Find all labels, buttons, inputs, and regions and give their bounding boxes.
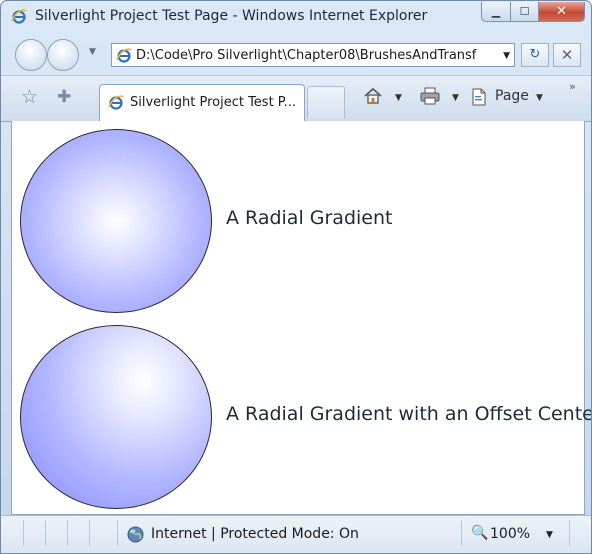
minimize-button[interactable]: ▁ bbox=[481, 2, 511, 22]
window-title: Silverlight Project Test Page - Windows … bbox=[35, 8, 428, 24]
status-bar: Internet | Protected Mode: On 🔍 100% ▼ bbox=[1, 515, 591, 553]
page-ie-icon bbox=[116, 48, 132, 63]
status-divider bbox=[23, 520, 24, 546]
tab-label: Silverlight Project Test P... bbox=[130, 95, 297, 110]
recent-pages-dropdown-icon[interactable]: ▼ bbox=[89, 47, 96, 57]
address-bar[interactable]: D:\Code\Pro Silverlight\Chapter08\Brushe… bbox=[111, 43, 515, 67]
minimize-icon: ▁ bbox=[491, 5, 501, 18]
zoom-level[interactable]: 100% bbox=[490, 526, 531, 542]
tab-silverlight-test-page[interactable]: Silverlight Project Test P... bbox=[99, 84, 305, 121]
caption-buttons: ▁ ☐ ✕ bbox=[481, 2, 585, 22]
maximize-icon: ☐ bbox=[519, 5, 530, 18]
home-dropdown-icon[interactable]: ▼ bbox=[395, 93, 402, 103]
close-icon: ✕ bbox=[556, 4, 567, 19]
offset-radial-gradient-circle bbox=[20, 325, 212, 509]
stop-button[interactable]: ✕ bbox=[553, 43, 581, 67]
page-content: A Radial Gradient A Radial Gradient with… bbox=[11, 121, 591, 515]
close-button[interactable]: ✕ bbox=[539, 2, 585, 22]
home-icon[interactable] bbox=[363, 86, 383, 106]
page-dropdown-icon[interactable]: ▼ bbox=[536, 93, 543, 103]
tab-bar: ☆ ✚ Silverlight Project Test P... ▼ ▼ bbox=[1, 75, 591, 122]
status-divider bbox=[569, 520, 570, 546]
print-icon[interactable] bbox=[420, 87, 440, 105]
page-menu-label[interactable]: Page bbox=[495, 88, 529, 104]
refresh-icon: ↻ bbox=[529, 47, 541, 62]
status-divider bbox=[89, 520, 90, 546]
status-divider bbox=[461, 520, 462, 546]
security-zone-text[interactable]: Internet | Protected Mode: On bbox=[151, 526, 359, 542]
radial-gradient-circle bbox=[20, 129, 212, 313]
zoom-icon[interactable]: 🔍 bbox=[471, 525, 489, 541]
more-tools-icon[interactable]: » bbox=[569, 80, 576, 93]
favorites-star-icon[interactable]: ☆ bbox=[21, 86, 39, 108]
address-url[interactable]: D:\Code\Pro Silverlight\Chapter08\Brushe… bbox=[136, 48, 477, 63]
address-dropdown-icon[interactable]: ▼ bbox=[503, 51, 510, 61]
refresh-button[interactable]: ↻ bbox=[521, 43, 549, 67]
zoom-dropdown-icon[interactable]: ▼ bbox=[546, 530, 553, 540]
navigation-bar: ▼ D:\Code\Pro Silverlight\Chapter08\Brus… bbox=[1, 35, 591, 75]
ie-logo-icon bbox=[11, 9, 27, 24]
add-to-favorites-icon[interactable]: ✚ bbox=[57, 87, 72, 107]
title-bar[interactable]: Silverlight Project Test Page - Windows … bbox=[1, 1, 591, 35]
tab-ie-icon bbox=[108, 95, 124, 110]
status-divider bbox=[67, 520, 68, 546]
offset-radial-gradient-label: A Radial Gradient with an Offset Center bbox=[226, 403, 592, 425]
radial-gradient-label: A Radial Gradient bbox=[226, 207, 393, 229]
back-button[interactable] bbox=[15, 39, 47, 71]
status-divider bbox=[45, 520, 46, 546]
print-dropdown-icon[interactable]: ▼ bbox=[452, 93, 459, 103]
forward-button[interactable] bbox=[47, 39, 79, 71]
internet-globe-icon bbox=[127, 526, 144, 543]
page-icon[interactable] bbox=[471, 88, 487, 106]
new-tab-button[interactable] bbox=[307, 86, 345, 118]
maximize-button[interactable]: ☐ bbox=[511, 2, 539, 22]
stop-icon: ✕ bbox=[560, 46, 574, 64]
status-divider bbox=[117, 520, 118, 546]
